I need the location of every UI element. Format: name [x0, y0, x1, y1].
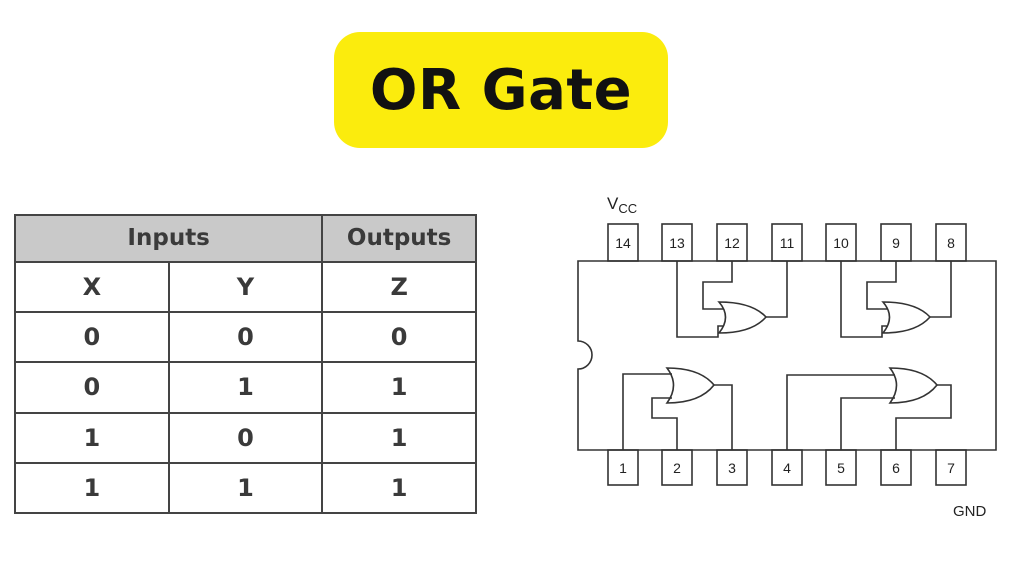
table-cell: 1: [321, 461, 477, 515]
pin-label: 6: [892, 460, 900, 476]
pin-label: 5: [837, 460, 845, 476]
pin-label: 11: [780, 235, 795, 251]
gnd-label: GND: [953, 503, 987, 520]
top-pin-numbers: 14 13 12 11 10 9 8: [615, 235, 955, 251]
group-header-row: Inputs Outputs: [13, 214, 477, 263]
pin-label: 9: [892, 235, 900, 251]
table-cell: 0: [14, 311, 170, 364]
pin-label: 2: [673, 460, 681, 476]
or-gate-symbol: [786, 367, 952, 450]
table-cell: 0: [167, 311, 324, 364]
column-header-x: X: [14, 260, 170, 314]
pin-label: 7: [947, 460, 955, 476]
chip-body: [577, 260, 997, 451]
pin-label: 12: [724, 235, 740, 251]
pin-label: 14: [615, 235, 631, 251]
table-cell: 0: [321, 311, 477, 364]
bottom-pin-numbers: 1 2 3 4 5 6 7: [619, 460, 955, 476]
table-cell: 0: [14, 361, 170, 414]
outputs-header: Outputs: [321, 214, 477, 263]
pin-label: 8: [947, 235, 955, 251]
table-cell: 1: [14, 461, 170, 515]
pin-7: [935, 449, 967, 486]
column-header-y: Y: [167, 260, 324, 314]
pin-label: 10: [833, 235, 849, 251]
pin-label: 1: [619, 460, 627, 476]
pin-label: 13: [669, 235, 685, 251]
table-row: 0 1 1: [14, 361, 477, 414]
pin-label: 3: [728, 460, 736, 476]
pin-14: [607, 223, 639, 262]
table-row: 0 0 0: [14, 311, 477, 364]
table-cell: 1: [321, 361, 477, 414]
or-gate-symbol: [676, 261, 788, 338]
column-header-row: X Y Z: [14, 260, 477, 314]
table-cell: 1: [167, 461, 324, 515]
vcc-label: VCC: [607, 194, 637, 216]
or-gate-symbol: [622, 367, 733, 450]
pin-label: 4: [783, 460, 791, 476]
column-header-z: Z: [321, 260, 477, 314]
table-cell: 1: [321, 411, 477, 464]
truth-table: Inputs Outputs X Y Z 0 0 0 0 1 1 1 0 1 1…: [13, 214, 477, 515]
inputs-header: Inputs: [13, 214, 324, 263]
page-title: OR Gate: [369, 57, 633, 123]
title-badge: OR Gate: [334, 32, 668, 148]
table-cell: 0: [167, 411, 324, 464]
or-gate-symbol: [840, 261, 952, 338]
table-row: 1 1 1: [14, 461, 477, 515]
or-gate-ic-diagram: VCC GND 14 13 12 11 10 9 8 1 2 3 4 5 6 7: [577, 194, 997, 520]
table-row: 1 0 1: [14, 411, 477, 464]
table-cell: 1: [167, 361, 324, 414]
table-cell: 1: [14, 411, 170, 464]
